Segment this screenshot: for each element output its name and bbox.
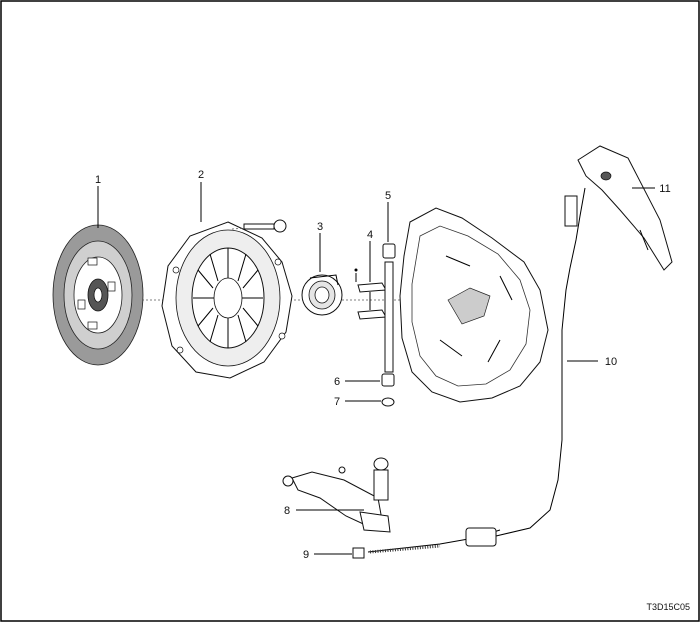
- callout-6: 6: [334, 376, 340, 388]
- callout-1: 1: [95, 174, 101, 186]
- callout-4: 4: [367, 229, 373, 241]
- callout-9: 9: [303, 549, 309, 561]
- callout-11: 11: [659, 183, 670, 195]
- callout-8: 8: [284, 505, 290, 517]
- release-shaft: [384, 261, 394, 373]
- pressure-plate-bolt: [231, 219, 287, 233]
- pressure-plate: [161, 221, 293, 379]
- release-bearing: [301, 274, 343, 316]
- transmission-housing: [399, 207, 549, 403]
- adjusting-nut: [352, 547, 365, 559]
- callout-7: 7: [334, 396, 340, 408]
- lower-bushing: [381, 373, 395, 387]
- callout-5: 5: [385, 190, 391, 202]
- clutch-cable: [367, 187, 586, 554]
- washer: [381, 397, 395, 407]
- upper-bushing: [382, 243, 396, 259]
- release-fork: [354, 268, 387, 320]
- clutch-disc: [52, 224, 144, 366]
- callout-10: 10: [605, 356, 617, 368]
- callout-3: 3: [317, 221, 323, 233]
- clutch-pedal-bracket: [577, 145, 673, 271]
- cable-bracket: [282, 457, 391, 533]
- figure-code: T3D15C05: [646, 602, 690, 612]
- callout-2: 2: [198, 169, 204, 181]
